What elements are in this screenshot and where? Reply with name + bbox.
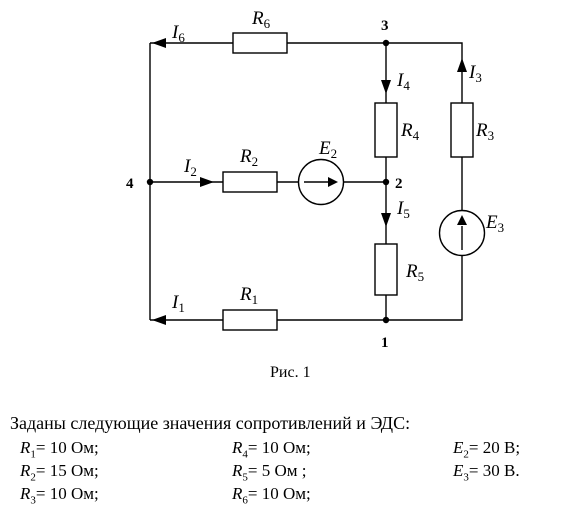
label-i2: I2 [183, 156, 197, 179]
label-r1: R1 [239, 284, 258, 307]
value-r1: R1= 10 Ом; [20, 438, 99, 461]
resistor-r3 [450, 102, 474, 158]
e2-arrow-icon [328, 177, 338, 187]
value-r3: R3= 10 Ом; [20, 484, 99, 507]
values-table: R1= 10 Ом; R4= 10 Ом; E2= 20 В; R2= 15 О… [0, 438, 562, 508]
label-i4: I4 [396, 70, 410, 93]
i6-arrow-icon [152, 38, 166, 48]
label-r6: R6 [251, 8, 271, 31]
junction-node-1 [382, 316, 390, 324]
label-r5: R5 [405, 261, 424, 284]
label-i5: I5 [396, 198, 410, 221]
i5-arrow-icon [381, 213, 391, 227]
resistor-r5 [374, 243, 398, 296]
resistor-r2 [222, 171, 278, 193]
label-i3: I3 [468, 62, 482, 85]
node-label-2: 2 [395, 176, 403, 192]
i3-arrow-icon [457, 58, 467, 72]
label-e2: E2 [318, 138, 337, 161]
circuit-diagram: 3 4 2 1 R6 R2 R1 R4 R5 R3 E2 E3 I6 I2 I1… [126, 8, 504, 351]
value-e3: E3= 30 В. [453, 461, 520, 484]
value-r2: R2= 15 Ом; [20, 461, 99, 484]
emf-source-e2 [297, 158, 345, 206]
resistor-r6 [232, 32, 288, 54]
junction-node-3 [382, 39, 390, 47]
label-e3: E3 [485, 212, 504, 235]
figure-caption: Рис. 1 [270, 364, 311, 381]
value-r4: R4= 10 Ом; [232, 438, 311, 461]
i2-arrow-icon [200, 177, 214, 187]
label-r4: R4 [400, 120, 420, 143]
resistor-r4 [374, 102, 398, 158]
given-heading: Заданы следующие значения сопротивлений … [10, 413, 411, 433]
label-r3: R3 [475, 120, 494, 143]
value-e2: E2= 20 В; [453, 438, 521, 461]
node-label-4: 4 [126, 176, 134, 192]
label-r2: R2 [239, 146, 258, 169]
node-label-3: 3 [381, 18, 389, 34]
wire-top-right [287, 42, 463, 103]
label-i1: I1 [171, 292, 185, 315]
junction-node-4 [146, 178, 154, 186]
label-i6: I6 [171, 22, 185, 45]
value-r6: R6= 10 Ом; [232, 484, 311, 507]
wire-bottom-right [277, 256, 463, 321]
node-label-1: 1 [381, 335, 389, 351]
emf-source-e3 [438, 209, 486, 257]
resistor-r1 [222, 309, 278, 331]
junction-node-2 [382, 178, 390, 186]
value-r5: R5= 5 Ом ; [232, 461, 307, 484]
e3-arrow-icon [457, 215, 467, 225]
i4-arrow-icon [381, 80, 391, 94]
i1-arrow-icon [152, 315, 166, 325]
